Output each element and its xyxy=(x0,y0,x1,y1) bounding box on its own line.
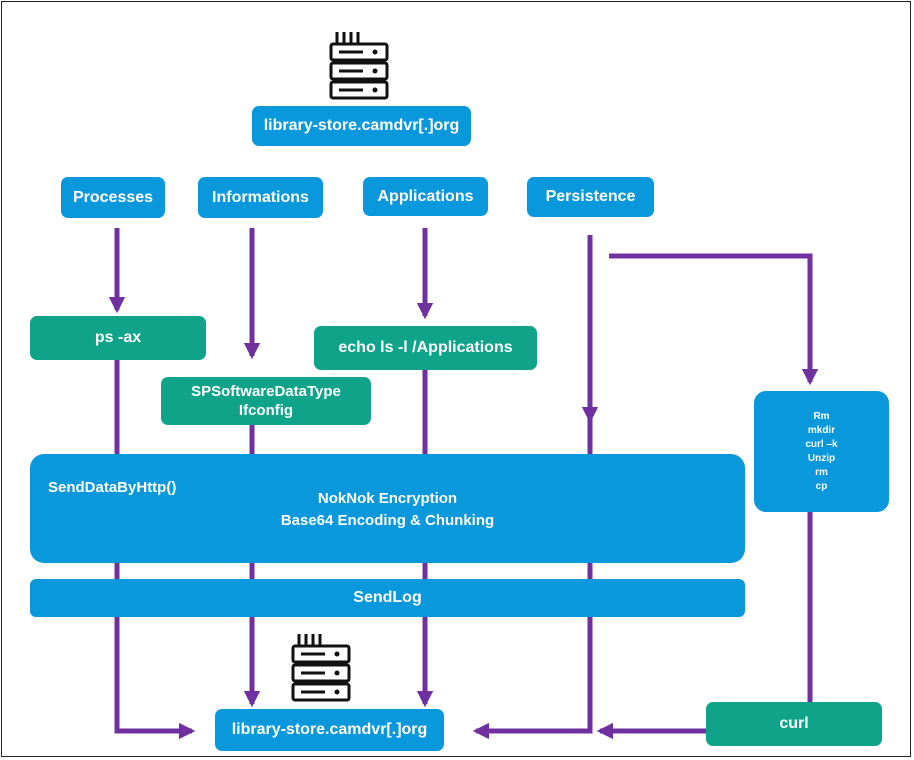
category-informations: Informations xyxy=(198,177,323,218)
cmd-software-info: SPSoftwareDataType Ifconfig xyxy=(161,377,371,425)
top-server-label: library-store.camdvr[.]org xyxy=(252,106,471,146)
cmd-item: rm xyxy=(815,466,828,478)
server-icon xyxy=(291,634,351,702)
persistence-label: Persistence xyxy=(545,188,636,205)
arrow-persistence-to-cmds xyxy=(609,253,819,386)
cmd-item: cp xyxy=(815,480,828,492)
ps-label: ps -ax xyxy=(94,329,142,346)
cmd-curl: curl xyxy=(706,702,882,746)
bottom-server-text: library-store.camdvr[.]org xyxy=(231,721,428,738)
top-server-text: library-store.camdvr[.]org xyxy=(263,117,460,134)
sendlog-bar: SendLog xyxy=(30,579,745,617)
cmd-item: Unzip xyxy=(807,452,836,464)
send-function-label: SendDataByHttp() xyxy=(48,479,177,496)
encryption-label: NokNok Encryption xyxy=(317,489,458,507)
cmd-ps: ps -ax xyxy=(30,316,206,360)
encoding-label: Base64 Encoding & Chunking xyxy=(280,511,495,529)
informations-label: Informations xyxy=(212,188,309,206)
cmd-item: Rm xyxy=(813,410,830,422)
cmd-item: mkdir xyxy=(807,424,836,436)
persistence-commands: Rm mkdir curl –k Unzip rm cp xyxy=(754,391,889,512)
curl-label: curl xyxy=(779,715,809,732)
applications-label: Applications xyxy=(377,187,474,205)
category-applications: Applications xyxy=(363,177,488,216)
sw-line2: Ifconfig xyxy=(238,402,294,419)
sendlog-label: SendLog xyxy=(353,589,422,606)
sw-line1: SPSoftwareDataType xyxy=(191,383,341,400)
processes-label: Processes xyxy=(72,188,154,206)
cmd-item: curl –k xyxy=(805,438,838,450)
send-data-block: SendDataByHttp() NokNok Encryption Base6… xyxy=(30,454,745,563)
category-persistence: Persistence xyxy=(527,177,654,217)
cmd-apps: echo ls -l /Applications xyxy=(314,326,537,370)
category-processes: Processes xyxy=(61,177,165,218)
server-icon xyxy=(329,32,389,100)
bottom-server-label: library-store.camdvr[.]org xyxy=(215,709,444,751)
apps-cmd-label: echo ls -l /Applications xyxy=(338,339,513,356)
